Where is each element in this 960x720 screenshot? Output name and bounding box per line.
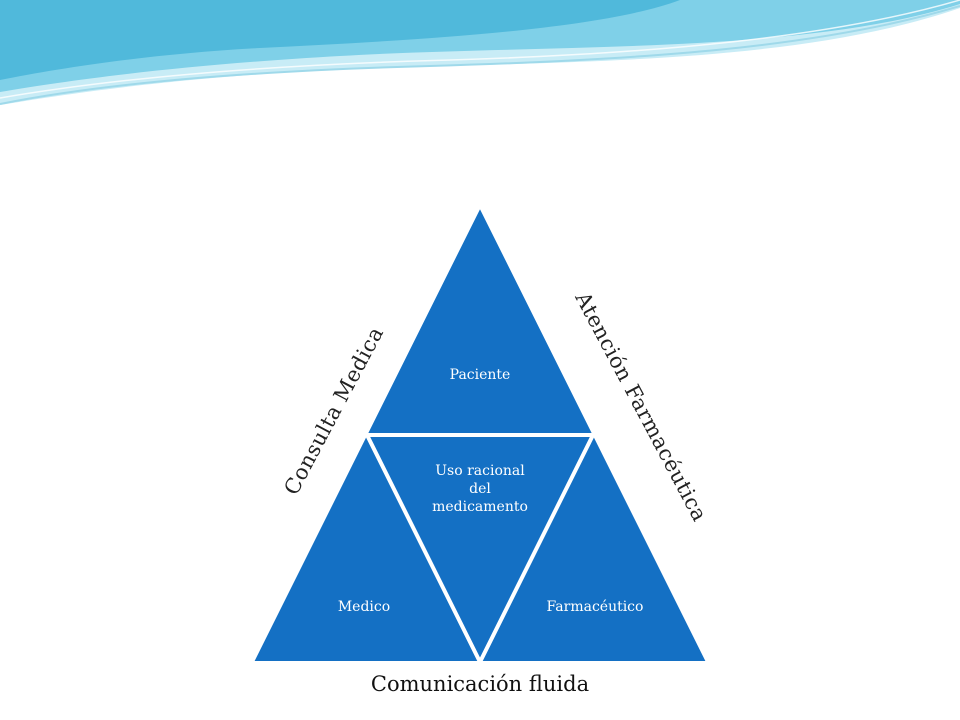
center-triangle-label-line-2: del	[469, 481, 491, 497]
center-triangle-label-line-1: Uso racional	[435, 463, 525, 479]
right-triangle-label: Farmacéutico	[547, 599, 644, 615]
left-triangle-label: Medico	[338, 599, 390, 615]
header-swoosh-decoration	[0, 0, 960, 105]
top-triangle-label: Paciente	[450, 367, 511, 383]
bottom-label: Comunicación fluida	[370, 672, 590, 696]
center-triangle-label-line-3: medicamento	[432, 499, 528, 515]
